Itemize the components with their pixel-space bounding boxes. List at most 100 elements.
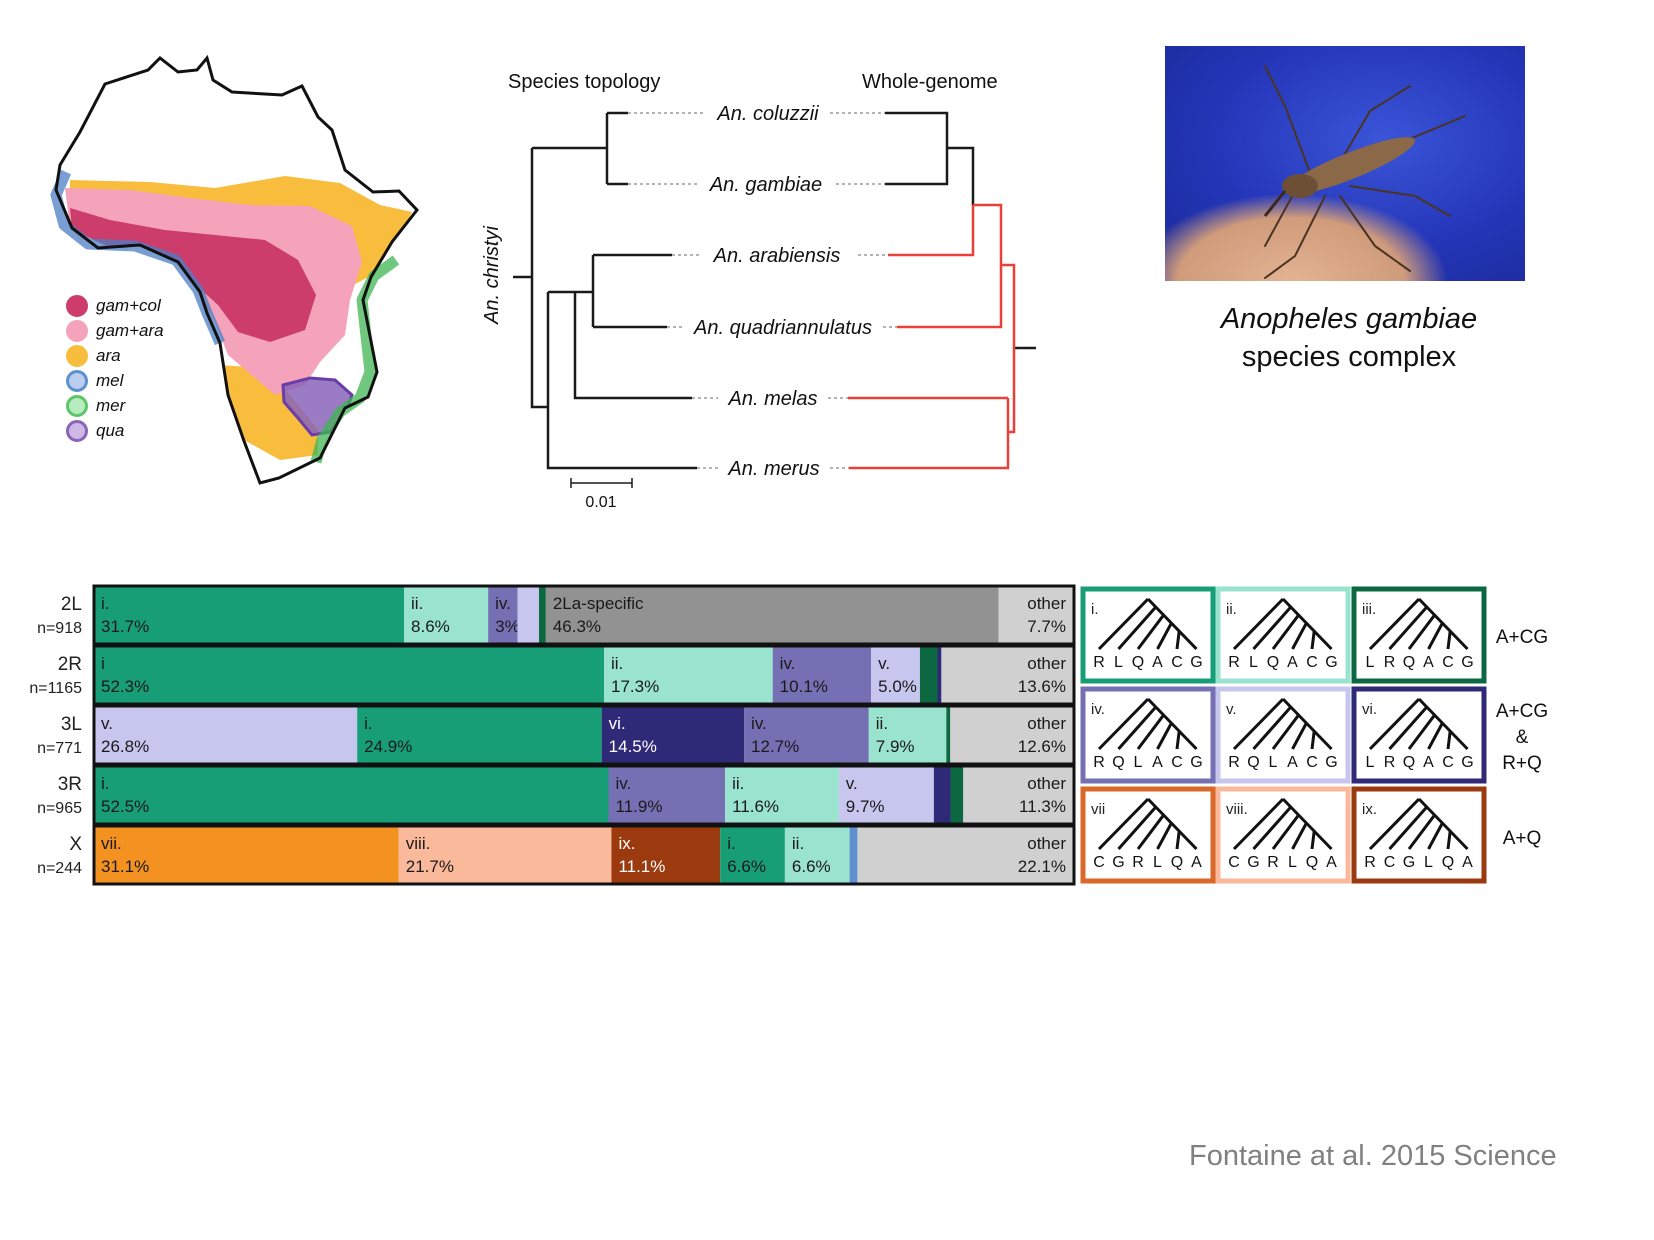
bar-segment — [611, 826, 721, 884]
arm-count: n=244 — [37, 860, 82, 877]
topology-tree-icon — [1097, 597, 1198, 651]
arm-count: n=1165 — [29, 680, 82, 697]
topology-leaf-letter: G — [1403, 854, 1415, 871]
phylogenetic-tree: Species topology Whole-genome An. christ… — [481, 71, 1036, 511]
taxon-label: An. merus — [727, 458, 819, 480]
topology-leaf-letter: A — [1191, 854, 1202, 871]
legend-label: qua — [96, 420, 125, 440]
bar-segment — [784, 826, 850, 884]
topology-tree-icon — [1368, 797, 1469, 851]
bar-segment — [950, 706, 1074, 764]
bar-segment — [94, 646, 604, 704]
bar-outline — [92, 584, 1076, 646]
whole-genome-tree — [848, 111, 1036, 470]
taxon-label: An. arabiensis — [713, 245, 841, 267]
bar-outline — [92, 644, 1076, 706]
topology-tree-icon — [1368, 597, 1469, 651]
topology-group-label: & — [1516, 727, 1529, 748]
segment-value: 8.6% — [411, 617, 450, 636]
bar-segment — [950, 766, 964, 824]
bar-segment — [94, 586, 405, 644]
topology-leaf-letter: R — [1228, 754, 1240, 771]
arm-count: n=965 — [37, 800, 82, 817]
topology-leaf-letter: A — [1152, 754, 1163, 771]
taxon-label: An. gambiae — [709, 174, 822, 196]
segment-value: 10.1% — [780, 677, 828, 696]
topology-leaf-letter: A — [1287, 754, 1298, 771]
topology-leaf-letter: Q — [1112, 754, 1124, 771]
topology-leaf-letter: R — [1093, 754, 1105, 771]
outgroup-label: An. christyi — [481, 226, 503, 325]
legend-label: gam+col — [96, 295, 161, 315]
segment-value: 31.7% — [101, 617, 149, 636]
legend-item: gam+ara — [66, 318, 164, 343]
topology-leaf-letter: C — [1228, 854, 1240, 871]
topology-leaf-letter: R — [1267, 854, 1279, 871]
topology-group-label: A+CG — [1496, 627, 1548, 648]
bar-outline — [92, 764, 1076, 826]
segment-value: 12.6% — [1018, 737, 1066, 756]
segment-label: i. — [101, 774, 110, 793]
topology-group-label: R+Q — [1502, 753, 1542, 774]
segment-label: other — [1027, 654, 1066, 673]
segment-value: 52.5% — [101, 797, 149, 816]
legend-item: mel — [66, 368, 164, 393]
legend-swatch — [66, 344, 88, 367]
segment-label: other — [1027, 594, 1066, 613]
bar-segment — [963, 766, 1074, 824]
topology-frequency-chart: 2Ln=918i.31.7%ii.8.6%iv.3%2La-specific46… — [29, 584, 1076, 886]
segment-value: 7.9% — [876, 737, 915, 756]
topology-tree-icon — [1097, 797, 1198, 851]
topology-tree-icon — [1232, 697, 1333, 751]
topology-box-border — [1080, 586, 1216, 684]
segment-label: i — [101, 654, 105, 673]
bar-segment — [94, 766, 609, 824]
topology-tree-icon — [1097, 697, 1198, 751]
bar-segment — [601, 706, 745, 764]
legend-item: gam+col — [66, 293, 164, 318]
topology-leaf-letter: A — [1462, 854, 1473, 871]
topology-leaf-letter: G — [1112, 854, 1124, 871]
bar-segment — [849, 826, 858, 884]
topology-leaf-letter: C — [1171, 654, 1183, 671]
caption-line-1: Anopheles gambiae — [1220, 303, 1478, 335]
topology-leaf-letter: L — [1153, 854, 1162, 871]
topology-leaf-letter: Q — [1171, 854, 1183, 871]
bar-segment — [545, 586, 999, 644]
bar-segment — [941, 646, 1074, 704]
tree-right-title: Whole-genome — [862, 71, 998, 93]
segment-label: v. — [878, 654, 890, 673]
bar-outline — [92, 704, 1076, 766]
segment-value: 22.1% — [1018, 857, 1066, 876]
segment-label: other — [1027, 774, 1066, 793]
topology-leaf-letter: Q — [1442, 854, 1454, 871]
topology-leaf-letter: G — [1461, 754, 1473, 771]
topology-leaf-letter: C — [1093, 854, 1105, 871]
segment-value: 9.7% — [846, 797, 885, 816]
africa-distribution-map — [50, 56, 419, 485]
topology-leaf-letter: Q — [1132, 654, 1144, 671]
segment-label: ii. — [876, 714, 888, 733]
topology-leaf-letter: L — [1269, 754, 1278, 771]
arm-label: 3L — [61, 714, 82, 735]
segment-label: i. — [727, 834, 736, 853]
segment-value: 17.3% — [611, 677, 659, 696]
topology-leaf-letter: C — [1306, 754, 1318, 771]
topology-id: ix. — [1362, 801, 1377, 818]
topology-leaf-letter: R — [1093, 654, 1105, 671]
topology-leaf-letter: L — [1249, 654, 1258, 671]
topology-leaf-letter: L — [1114, 654, 1123, 671]
legend-swatch — [66, 294, 88, 317]
topology-leaf-letter: G — [1247, 854, 1259, 871]
legend-swatch — [66, 369, 88, 392]
segment-value: 11.9% — [616, 797, 663, 816]
citation: Fontaine at al. 2015 Science — [1189, 1140, 1557, 1172]
segment-value: 6.6% — [792, 857, 831, 876]
topology-leaf-letter: G — [1461, 654, 1473, 671]
segment-value: 13.6% — [1018, 677, 1066, 696]
